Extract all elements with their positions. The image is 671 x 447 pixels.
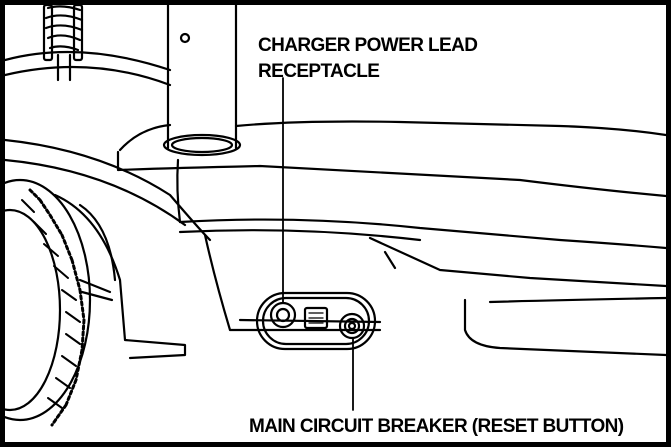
front-tire [5,178,114,427]
front-fender [5,138,212,360]
circuit-breaker-label: MAIN CIRCUIT BREAKER (RESET BUTTON) [249,416,624,437]
charger-socket [269,301,297,329]
scooter-deck [116,120,666,357]
charger-label-line-2: RECEPTACLE [258,61,380,82]
spring-assembly [42,5,84,82]
tiller-column [162,5,242,157]
reset-button [338,312,366,340]
scooter-line-drawing [5,5,666,427]
charger-receptacle-label: CHARGER POWER LEAD RECEPTACLE [258,33,498,85]
charger-label-line-1: CHARGER POWER LEAD [258,35,478,56]
leader-lines [282,77,354,411]
port-label-plate [303,306,329,330]
port-panel [255,291,377,351]
